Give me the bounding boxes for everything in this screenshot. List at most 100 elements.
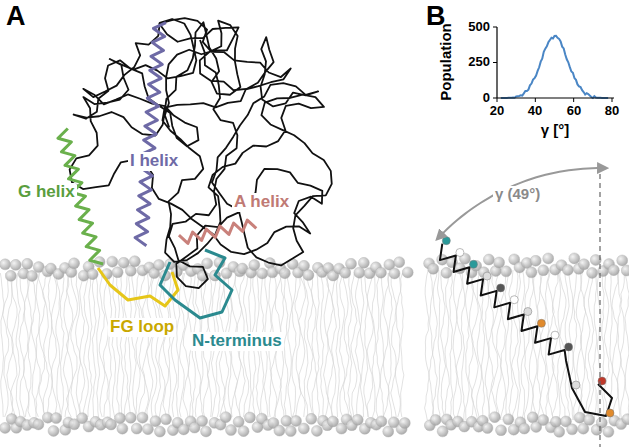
lipid-head	[352, 414, 363, 425]
lipid-head	[160, 414, 171, 425]
lipid-tail	[31, 273, 36, 417]
lipid-head	[550, 416, 561, 427]
lipid-tail	[367, 273, 373, 417]
lipid-tail	[557, 270, 560, 420]
histogram	[493, 27, 614, 102]
lipid-head	[375, 267, 386, 278]
lipid-tail	[339, 273, 344, 417]
lipid-head	[306, 413, 317, 424]
lipid-tail	[112, 273, 116, 417]
lipid-tail	[343, 273, 349, 417]
lipid-head	[0, 422, 11, 433]
tick-label: 80	[605, 104, 619, 118]
tick	[493, 62, 497, 63]
lipid-head	[137, 412, 148, 423]
tick	[493, 27, 497, 28]
residue	[551, 331, 559, 339]
helix-backbone	[440, 244, 612, 416]
lipid-head	[87, 269, 98, 280]
helix-label: A helix	[232, 193, 291, 212]
lipid-head	[482, 423, 493, 434]
tick-label: 60	[567, 104, 581, 118]
lipid-head	[238, 426, 249, 437]
lipid-tail	[391, 273, 397, 417]
lipid-head	[394, 257, 405, 268]
lipid-tail	[456, 270, 462, 420]
lipid-head	[129, 256, 140, 267]
residue	[598, 377, 606, 385]
lipid-tail	[432, 270, 437, 420]
lipid-tail	[450, 270, 453, 420]
x-axis	[497, 97, 614, 98]
lipid-head	[538, 265, 549, 276]
lipid-tail	[0, 273, 4, 417]
lipid-tail	[83, 273, 88, 417]
protein-trace	[58, 18, 332, 318]
lipid-tail	[179, 273, 185, 417]
lipid-head	[402, 267, 413, 278]
tick-label: 500	[468, 20, 490, 34]
lipid-head	[0, 259, 11, 270]
lipid-head	[501, 266, 512, 277]
lipid-head	[154, 426, 165, 437]
terminus-label: N-terminus	[190, 332, 284, 351]
lipid-tail	[36, 273, 40, 417]
lipid-head	[220, 412, 231, 423]
lipid-tail	[48, 273, 53, 417]
lipid-tail	[584, 270, 590, 420]
tick	[493, 98, 497, 99]
lipid-tail	[580, 270, 585, 420]
lipid-tail	[60, 273, 64, 417]
lipid-head	[428, 263, 439, 274]
tick-label: 250	[468, 55, 490, 69]
lipid-tail	[461, 270, 465, 420]
lipid-tail	[155, 273, 161, 417]
lipid-head	[285, 426, 296, 437]
lipid-tail	[437, 270, 440, 420]
panel-letter: A	[6, 2, 26, 32]
lipid-tail	[109, 273, 112, 417]
lipid-tail	[620, 270, 625, 420]
axis-title: γ [°]	[541, 122, 570, 139]
lipid-head	[197, 416, 208, 427]
lipid-head	[596, 417, 607, 428]
lipid-head	[27, 270, 38, 281]
lipid-tail	[3, 273, 9, 417]
tick-label: 0	[483, 91, 490, 105]
lipid-tail	[19, 273, 25, 417]
lipid-tail	[524, 270, 529, 420]
normal-axis	[599, 165, 600, 447]
lipid-head	[274, 425, 285, 436]
lipid-tail	[92, 273, 96, 417]
lipid-head	[281, 415, 292, 426]
lipid-head	[376, 416, 387, 427]
lipid-tail	[505, 270, 509, 420]
lipid-head	[574, 412, 585, 423]
lipid-tail	[124, 273, 128, 417]
lipid-tail	[380, 273, 383, 417]
lipid-head	[526, 267, 537, 278]
lipid-head	[562, 264, 573, 275]
tick-label: 20	[490, 104, 504, 118]
lipid-tail	[521, 270, 525, 420]
lipid-tail	[372, 273, 376, 417]
residue	[537, 319, 545, 327]
lipid-head	[554, 426, 565, 437]
lipid-head	[399, 417, 410, 428]
lipid-head	[587, 267, 598, 278]
lipid-head	[51, 413, 62, 424]
lipid-head	[112, 267, 123, 278]
lipid-head	[125, 412, 136, 423]
backbone	[70, 18, 332, 288]
residue	[483, 272, 491, 280]
lipid-head	[430, 414, 441, 425]
lipid-head	[503, 414, 514, 425]
lipid-head	[117, 423, 128, 434]
lipid-head	[150, 416, 161, 427]
lipid-head	[279, 268, 290, 279]
lipid-tail	[601, 270, 604, 420]
lipid-tail	[376, 273, 380, 417]
lipid-head	[226, 425, 237, 436]
lipid-tail	[183, 273, 189, 417]
lipid-head	[579, 259, 590, 270]
